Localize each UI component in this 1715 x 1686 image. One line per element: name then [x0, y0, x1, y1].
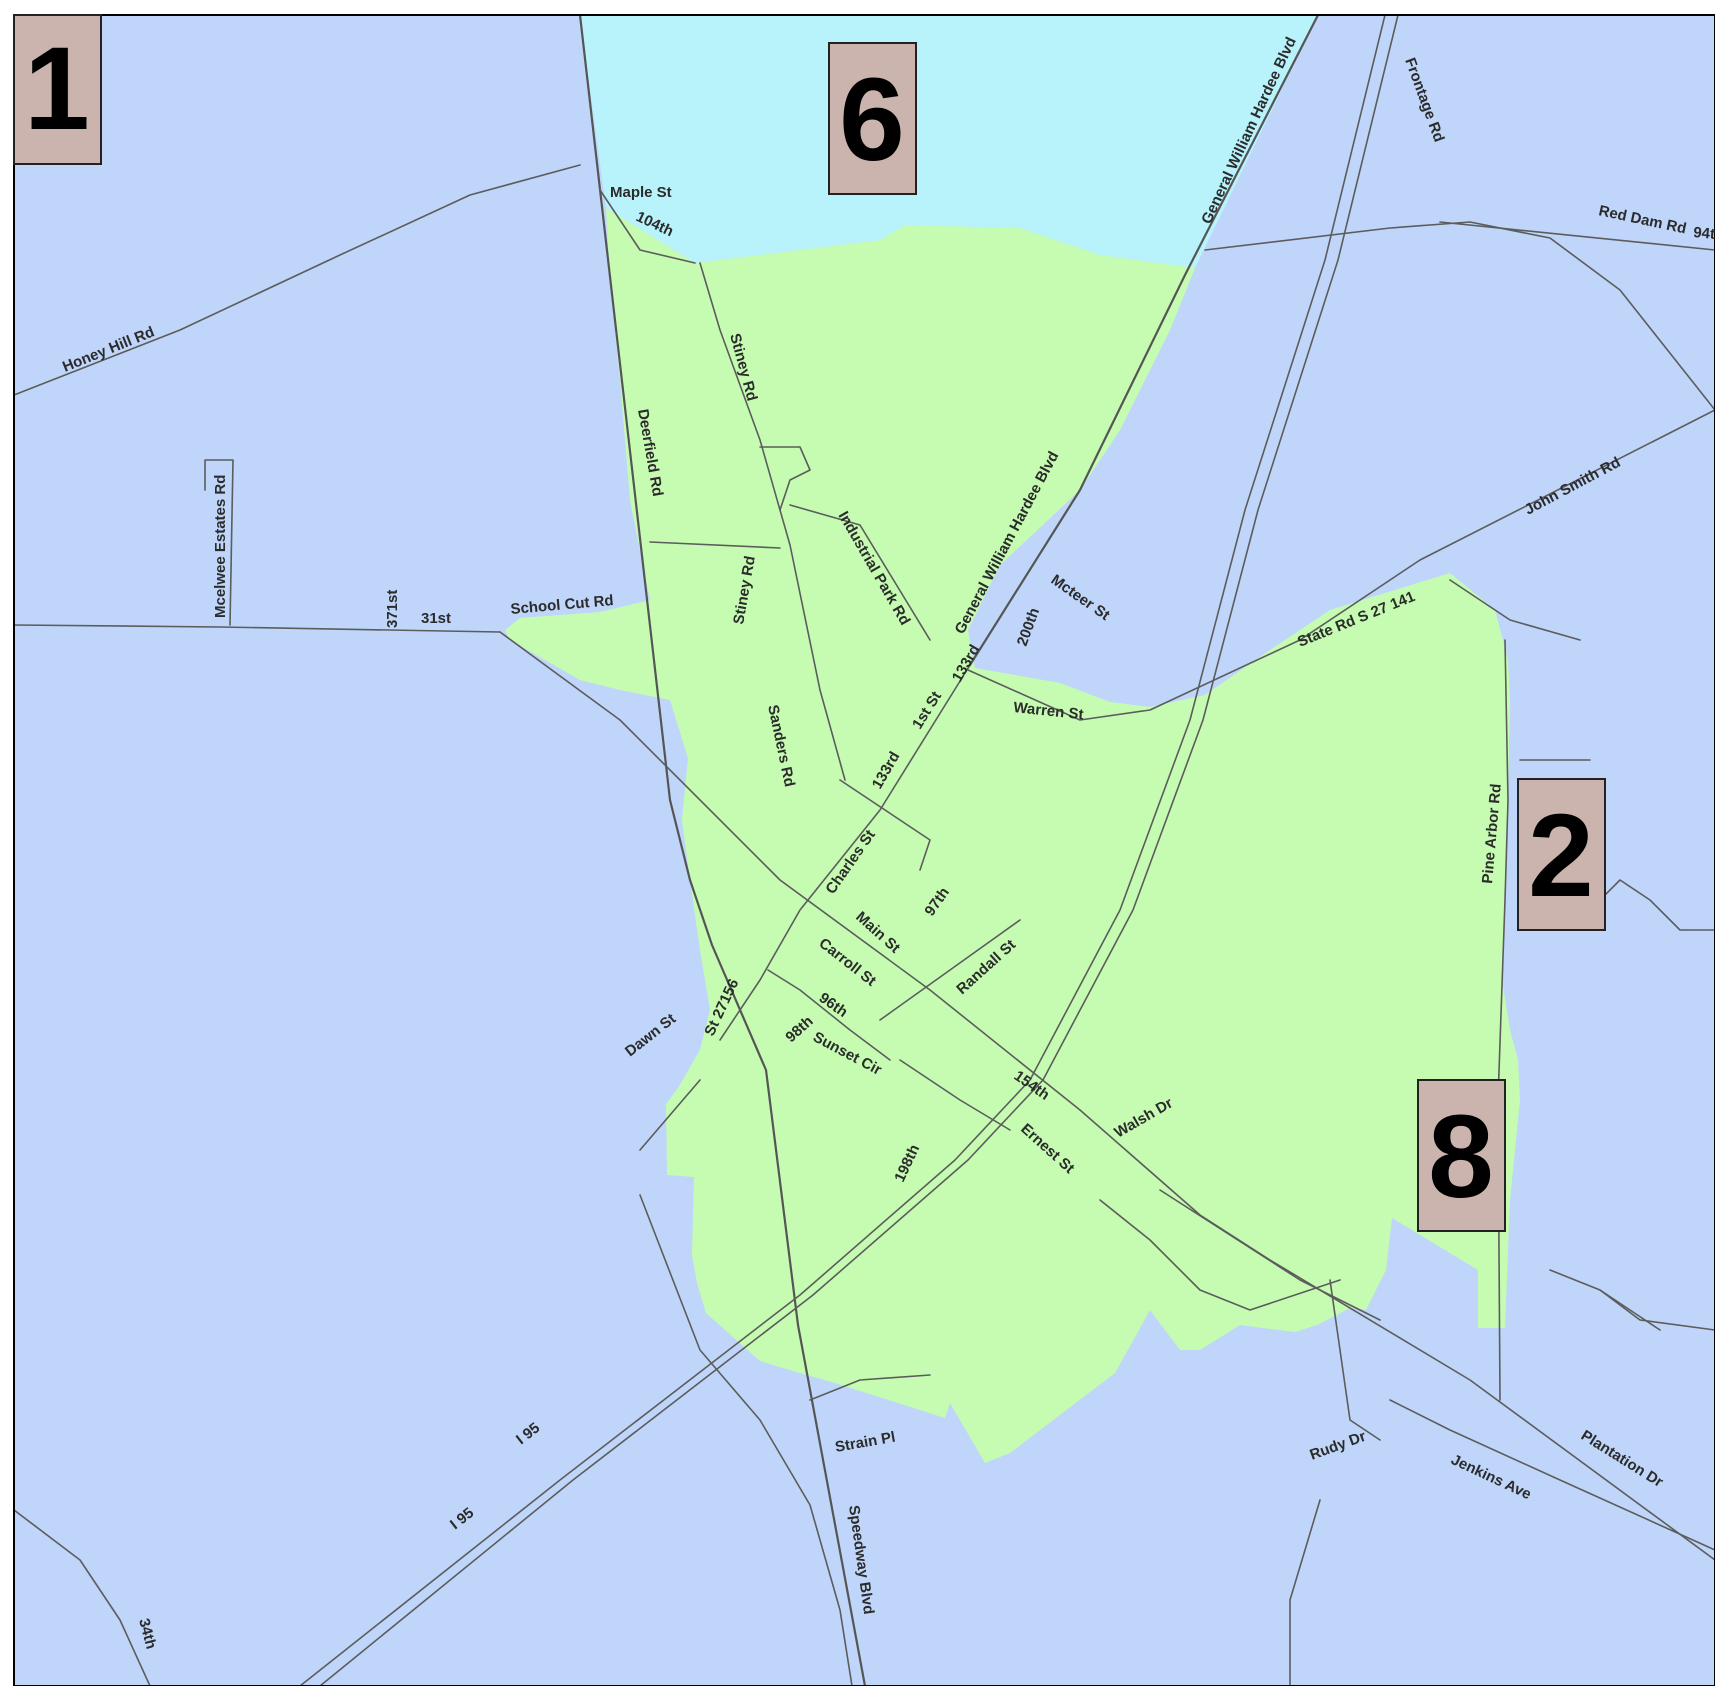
- district-6-box: [828, 42, 917, 195]
- map-frame: [13, 14, 1715, 1686]
- district-8-box: [1417, 1079, 1506, 1232]
- district-2-label: 2: [1517, 778, 1606, 931]
- district-2-number: 2: [1528, 790, 1594, 922]
- district-1-box: [13, 14, 102, 165]
- label-31st: 31st: [421, 610, 451, 627]
- label-mcelwee-estates-rd: Mcelwee Estates Rd: [212, 475, 229, 618]
- district-6-region: [580, 15, 1318, 268]
- district-1-label: 1: [13, 14, 102, 165]
- label-371st: 371st: [384, 590, 401, 628]
- district-2-box: [1517, 778, 1606, 931]
- district-8-region: [505, 208, 1520, 1463]
- label-maple-st: Maple St: [610, 184, 672, 201]
- district-labels: 1 6 2 8: [13, 14, 1606, 1232]
- district-8-number: 8: [1428, 1091, 1494, 1223]
- label-94th: 94th: [1693, 224, 1715, 244]
- district-6-number: 6: [839, 54, 905, 186]
- district-8-label: 8: [1417, 1079, 1506, 1232]
- district-6-label: 6: [828, 42, 917, 195]
- district-1-number: 1: [24, 23, 90, 155]
- road-network: [13, 13, 1715, 1686]
